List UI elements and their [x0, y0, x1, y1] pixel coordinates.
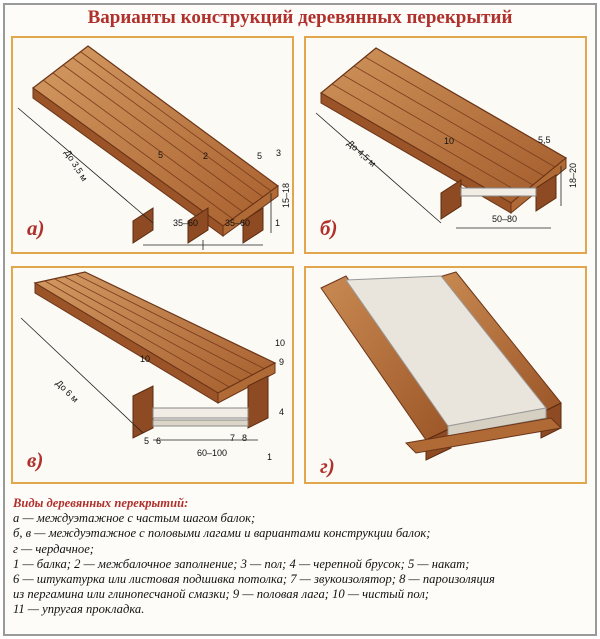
panel-b-spacing: 50–80: [492, 214, 518, 224]
panel-v-num-8: 8: [242, 433, 248, 443]
panel-a-letter: а): [27, 216, 45, 240]
panel-a-dim-small-1: 5: [158, 150, 164, 160]
panel-g-letter: г): [320, 454, 335, 478]
caption-block: Виды деревянных перекрытий: а — междуэта…: [13, 496, 593, 618]
caption-line: 1 — балка; 2 — межбалочное заполнение; 3…: [13, 556, 470, 571]
panel-v-num-5: 5: [144, 436, 150, 446]
panel-v-dim-10: 10: [140, 354, 151, 364]
panel-b-illustration: [315, 47, 568, 229]
panel-v-letter: в): [27, 448, 44, 472]
caption-line: г — чердачное;: [13, 541, 94, 556]
panel-v-beam-variants: До 6 м 10 10 9 4 5 6 7 8 60–100 1 в): [11, 266, 294, 484]
panel-a-dim-small-2: 2: [203, 151, 209, 161]
panel-v-num-4: 4: [279, 407, 285, 417]
panel-a-frequent-beams: До 3,5 м 5 2 5 3 15–18 1 35–60 35–60 а): [11, 36, 294, 254]
caption-line: 11 — упругая прокладка.: [13, 602, 145, 617]
panel-v-num-9: 9: [279, 357, 285, 367]
page-title: Варианты конструкций деревянных перекрыт…: [87, 7, 513, 28]
caption-line: а — междуэтажное с частым шагом балок;: [13, 511, 256, 526]
panel-v-spacing: 60–100: [197, 448, 228, 458]
panel-v-num-10: 10: [275, 338, 286, 348]
panel-v-num-6: 6: [156, 436, 162, 446]
caption-line: б, в — междуэтажное с половыми лагами и …: [13, 526, 431, 541]
panel-g-illustration: [320, 271, 563, 461]
caption-line: 6 — штукатурка или листовая подшивка пот…: [13, 572, 495, 587]
panel-a-illustration: [17, 45, 280, 250]
panel-a-num-3: 3: [276, 148, 282, 158]
panel-b-dim-10: 10: [444, 136, 455, 146]
panel-b-letter: б): [320, 216, 338, 240]
panel-b-height-label: 18–20: [568, 162, 578, 188]
panel-a-height-label: 15–18: [281, 182, 291, 208]
panel-g-attic-floor: г): [304, 266, 587, 484]
caption-line: из пергамина или глинопесчаной смазки; 9…: [13, 587, 430, 602]
panel-v-num-7: 7: [230, 433, 236, 443]
panel-v-illustration: [20, 271, 277, 441]
panel-a-dim-small-3: 5: [257, 151, 263, 161]
panel-b-half-joists: До 4,5 м 10 5,5 18–20 50–80 б): [304, 36, 587, 254]
panel-b-dim-5-5: 5,5: [538, 135, 551, 145]
panel-a-spacing-right: 35–60: [225, 218, 251, 228]
panel-a-spacing-left: 35–60: [173, 218, 199, 228]
panel-v-num-1: 1: [267, 452, 273, 462]
caption-heading: Виды деревянных перекрытий:: [13, 496, 189, 510]
panel-a-num-1: 1: [275, 218, 281, 228]
